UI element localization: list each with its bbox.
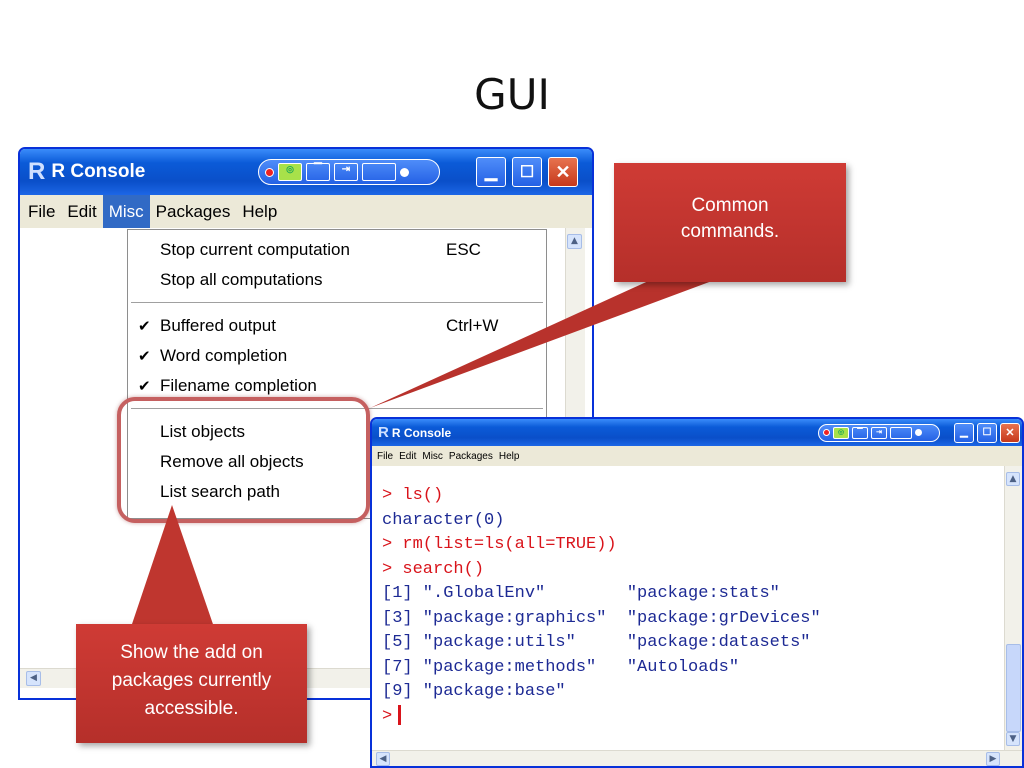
scroll-up-button[interactable]: ▲ xyxy=(567,234,582,249)
nvidia-icon[interactable]: ◎ xyxy=(278,163,302,181)
menu-help[interactable]: Help xyxy=(242,201,278,221)
console-line: > ls() xyxy=(382,486,444,505)
wide-window-icon[interactable] xyxy=(362,163,396,181)
nvidia-toolbar[interactable]: ◎ ▔ ⇥ xyxy=(258,159,440,185)
check-icon: ✔ xyxy=(138,348,151,365)
record-icon[interactable] xyxy=(823,429,830,436)
wide-window-icon[interactable] xyxy=(890,426,912,439)
menu-bar-2: File Edit Misc Packages Help xyxy=(372,446,1022,466)
horizontal-scrollbar-2[interactable]: ◀ ▶ xyxy=(372,750,1022,766)
console-line: > search() xyxy=(382,559,485,579)
toolbar-end-icon xyxy=(915,429,922,436)
menu-item-list-search-path[interactable]: List search path xyxy=(160,482,281,501)
window-title: R Console xyxy=(51,161,146,182)
scroll-up-button-2[interactable]: ▲ xyxy=(1006,472,1020,486)
title-bar[interactable]: R R Console ◎ ▔ ⇥ ▁ ☐ ✕ xyxy=(20,149,592,195)
console-line: > xyxy=(382,705,403,726)
console-lines: > ls() character(0) > rm(list=ls(all=TRUE)… xyxy=(382,484,821,729)
menu-item-stop-all[interactable]: Stop all computations xyxy=(160,270,323,289)
menu-misc-2[interactable]: Misc xyxy=(422,450,443,462)
title-bar-2[interactable]: R R Console ◎ ▔ ⇥ ▁ ☐ ✕ xyxy=(372,419,1022,446)
shortcut-stop-current: ESC xyxy=(446,240,481,259)
callout-packages: Show the add on packages currently acces… xyxy=(76,624,307,743)
callout-common-commands: Common commands. xyxy=(614,163,846,282)
highlight-ring xyxy=(117,397,370,523)
record-icon[interactable] xyxy=(265,167,274,177)
move-window-icon[interactable]: ⇥ xyxy=(334,163,358,181)
menu-packages[interactable]: Packages xyxy=(155,201,231,221)
nvidia-toolbar-2[interactable]: ◎ ▔ ⇥ xyxy=(818,423,940,442)
close-button[interactable]: ✕ xyxy=(548,157,578,187)
menu-bar: File Edit Misc Packages Help xyxy=(20,195,592,228)
menu-separator xyxy=(131,302,543,303)
move-window-icon[interactable]: ⇥ xyxy=(871,426,887,439)
scroll-down-button-2[interactable]: ▼ xyxy=(1006,732,1020,746)
check-icon: ✔ xyxy=(138,378,151,395)
nvidia-icon[interactable]: ◎ xyxy=(833,426,849,439)
menu-item-stop-current[interactable]: Stop current computation xyxy=(160,240,350,259)
menu-packages-2[interactable]: Packages xyxy=(448,450,493,462)
text-cursor xyxy=(398,705,402,726)
menu-edit[interactable]: Edit xyxy=(67,201,97,221)
maximize-button[interactable]: ☐ xyxy=(512,157,542,187)
console-line: > rm(list=ls(all=TRUE)) xyxy=(382,535,617,554)
console-line: [1] ".GlobalEnv" "package:stats" xyxy=(382,584,780,603)
maximize-button-2[interactable]: ☐ xyxy=(977,422,997,443)
pin-icon[interactable]: ▔ xyxy=(306,163,330,181)
menu-item-filename-completion[interactable]: Filename completion xyxy=(160,376,317,395)
scroll-left-button-2[interactable]: ◀ xyxy=(376,752,390,766)
menu-misc[interactable]: Misc xyxy=(102,195,150,228)
minimize-button-2[interactable]: ▁ xyxy=(954,422,974,443)
pin-icon[interactable]: ▔ xyxy=(852,426,868,439)
scroll-thumb[interactable] xyxy=(1006,644,1021,732)
menu-separator xyxy=(131,408,543,409)
callout-packages-text: Show the add on packages currently acces… xyxy=(111,642,272,719)
r-logo-icon: R xyxy=(378,424,389,441)
r-console-window-2: R R Console ◎ ▔ ⇥ ▁ ☐ ✕ File Edit Misc P… xyxy=(370,417,1024,768)
shortcut-buffered-output: Ctrl+W xyxy=(446,316,499,335)
menu-file-2[interactable]: File xyxy=(377,450,394,462)
menu-edit-2[interactable]: Edit xyxy=(399,450,417,462)
minimize-button[interactable]: ▁ xyxy=(476,157,506,187)
console-line: [5] "package:utils" "package:datasets" xyxy=(382,633,811,652)
r-logo-icon: R xyxy=(28,158,46,185)
console-line: character(0) xyxy=(382,510,505,530)
scroll-right-button-2[interactable]: ▶ xyxy=(986,752,1000,766)
menu-item-word-completion[interactable]: Word completion xyxy=(160,346,288,365)
menu-item-buffered-output[interactable]: Buffered output xyxy=(160,316,276,335)
console-line: [9] "package:base" xyxy=(382,682,566,701)
console-line: [3] "package:graphics" "package:grDevice… xyxy=(382,608,821,628)
toolbar-end-icon xyxy=(400,167,409,177)
scroll-left-button[interactable]: ◀ xyxy=(26,671,41,686)
menu-file[interactable]: File xyxy=(28,201,56,221)
close-button-2[interactable]: ✕ xyxy=(1000,422,1020,443)
callout-common-commands-text: Common commands. xyxy=(680,195,780,242)
slide-title: GUI xyxy=(474,70,550,119)
menu-item-list-objects[interactable]: List objects xyxy=(160,422,246,441)
vertical-scrollbar-2[interactable]: ▲ ▼ xyxy=(1004,466,1022,750)
menu-item-remove-all-objects[interactable]: Remove all objects xyxy=(160,452,304,471)
window-title-2: R Console xyxy=(391,425,452,440)
console-output-area[interactable]: > ls() character(0) > rm(list=ls(all=TRUE)… xyxy=(372,466,1022,766)
menu-help-2[interactable]: Help xyxy=(498,450,520,462)
check-icon: ✔ xyxy=(138,318,151,335)
console-line: [7] "package:methods" "Autoloads" xyxy=(382,657,740,677)
